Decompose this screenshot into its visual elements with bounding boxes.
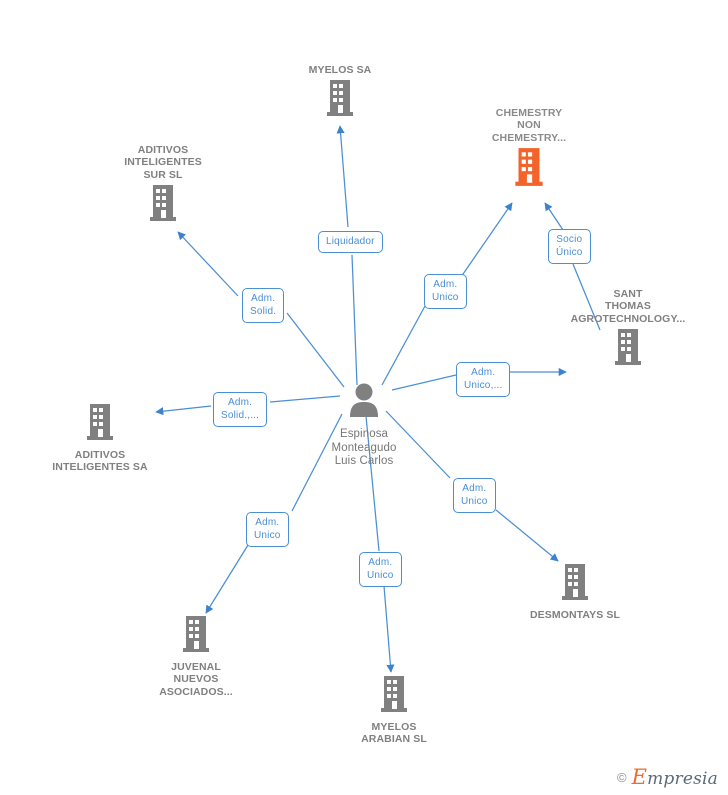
building-icon [265,78,415,122]
edge-line-myelos-sa-head [336,125,349,228]
edge-line-chemestry-head [460,202,513,278]
building-icon [500,562,650,606]
node-espinosa-monteagudo-luis-carlos[interactable]: Espinosa Monteagudo Luis Carlos [289,381,439,469]
edge-line-chemestry [381,305,426,386]
node-myelos-sa[interactable]: MYELOS SA [265,64,415,122]
node-label: MYELOS ARABIAN SL [361,721,427,746]
building-icon [553,327,703,371]
node-label: CHEMESTRY NON CHEMESTRY... [491,107,567,144]
node-desmontays-sl[interactable]: DESMONTAYS SL [500,562,650,621]
building-icon [319,674,469,718]
brand-initial: E [631,765,648,789]
empresia-logo: Empresia [632,765,718,789]
edge-label-adm-unico-multi[interactable]: Adm. Unico,... [456,362,511,397]
building-icon [454,146,604,190]
node-sant-thomas-agrotechnology[interactable]: SANT THOMAS AGROTECHNOLOGY... [553,288,703,371]
node-label: DESMONTAYS SL [530,609,620,621]
watermark: © Empresia [617,765,718,789]
edge-label-liquidador[interactable]: Liquidador [318,231,383,253]
edge-label-adm-unico-desmontays[interactable]: Adm. Unico [453,478,496,513]
edge-label-adm-unico-myelos-arabian[interactable]: Adm. Unico [359,552,402,587]
person-icon [289,381,439,425]
edge-label-adm-unico-juvenal[interactable]: Adm. Unico [246,512,289,547]
edge-line-aditivos-sur [286,312,345,388]
node-label: SANT THOMAS AGROTECHNOLOGY... [570,288,686,325]
edge-line-sant-thomas-head [544,202,564,231]
node-label: JUVENAL NUEVOS ASOCIADOS... [159,661,233,698]
node-aditivos-inteligentes-sur-sl[interactable]: ADITIVOS INTELIGENTES SUR SL [88,144,238,227]
node-label: MYELOS SA [308,64,372,76]
edge-label-adm-unico-chemestry[interactable]: Adm. Unico [424,274,467,309]
edge-line-juvenal-head [205,544,249,614]
node-aditivos-inteligentes-sa[interactable]: ADITIVOS INTELIGENTES SA [25,402,175,474]
node-label: Espinosa Monteagudo Luis Carlos [331,428,397,468]
copyright-symbol: © [616,769,627,785]
node-label: ADITIVOS INTELIGENTES SUR SL [124,144,202,181]
edge-label-adm-solid[interactable]: Adm. Solid. [242,288,285,323]
edge-line-desmontays-head [495,509,559,562]
node-chemestry-non-chemestry[interactable]: CHEMESTRY NON CHEMESTRY... [454,107,604,190]
edge-label-adm-solid-multi[interactable]: Adm. Solid.,... [213,392,268,427]
node-myelos-arabian-sl[interactable]: MYELOS ARABIAN SL [319,674,469,746]
building-icon [25,402,175,446]
building-icon [121,614,271,658]
edge-line-myelos-arabian-head [383,585,395,673]
edge-label-socio-unico[interactable]: Socio Único [548,229,591,264]
brand-name: mpresia [647,769,718,789]
node-label: ADITIVOS INTELIGENTES SA [52,449,148,474]
edge-line-myelos-sa [351,254,358,386]
building-icon [88,183,238,227]
node-juvenal-nuevos-asociados[interactable]: JUVENAL NUEVOS ASOCIADOS... [121,614,271,698]
edge-line-aditivos-sur-head [177,231,239,297]
